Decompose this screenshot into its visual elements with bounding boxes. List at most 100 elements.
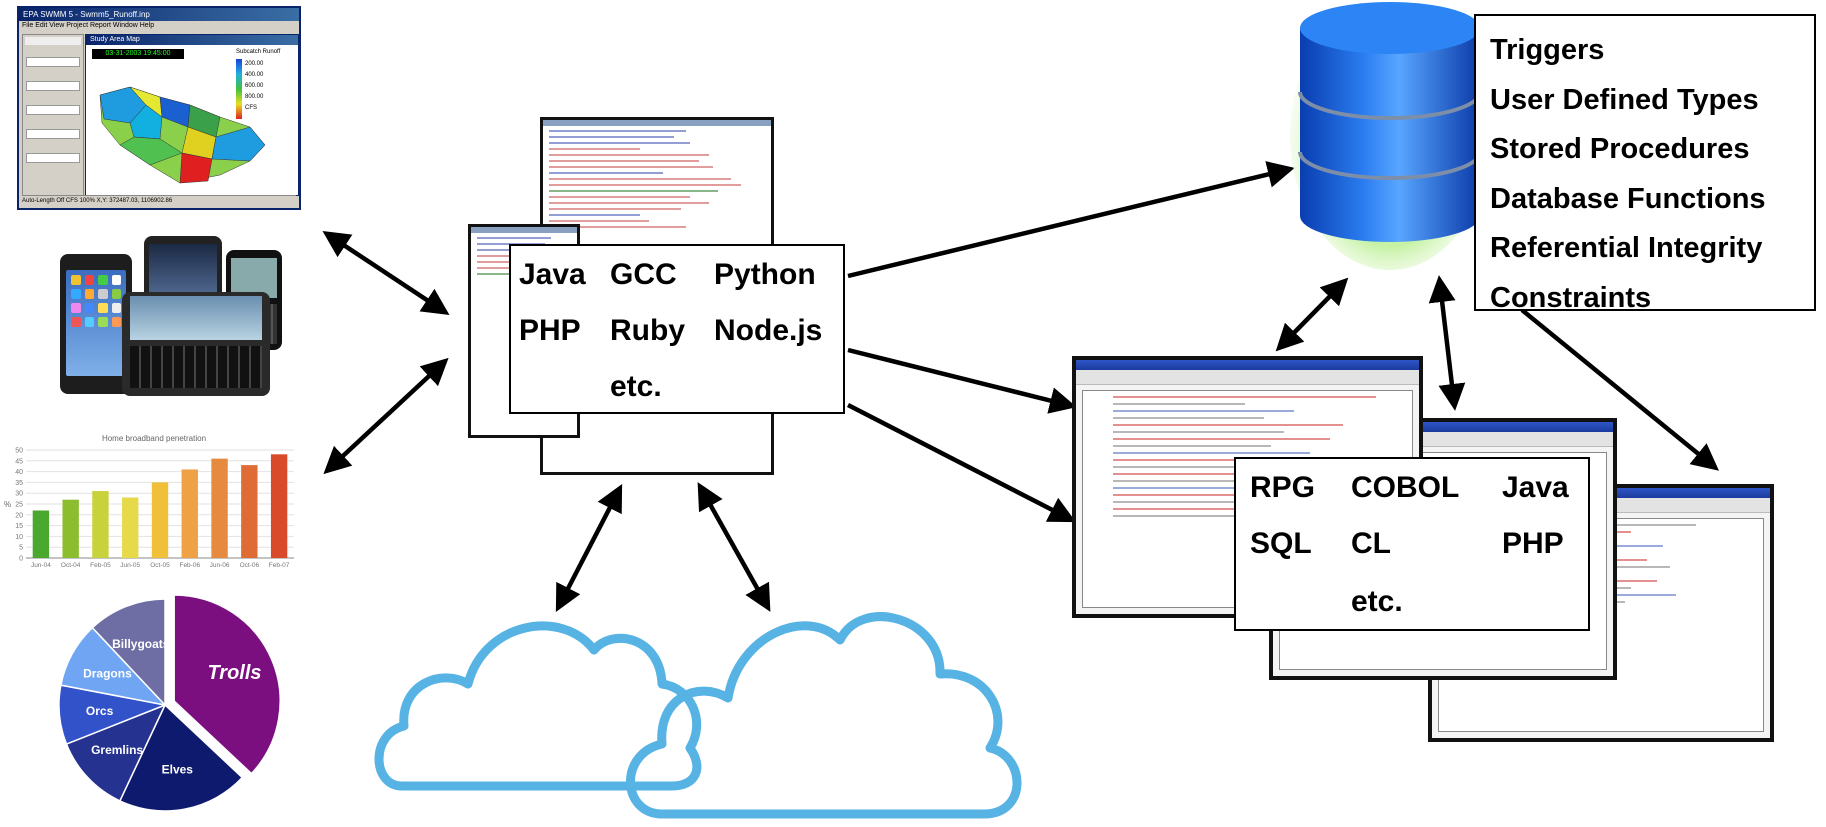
arrow-database-to-ibm-right [1520, 308, 1719, 471]
swmm-map-pane: Study Area Map 03-31-2003 19:45:00 Subca… [85, 34, 299, 196]
bar-chart-xtick: Oct-05 [150, 562, 170, 569]
arrow-database-to-ibm-left [1275, 277, 1349, 352]
bar-chart-ytick: 25 [15, 502, 23, 509]
db-feature-user-defined-types: User Defined Types [1490, 83, 1759, 116]
bar-chart-xtick: Oct-04 [61, 562, 81, 569]
bar-chart-ylabel: % [4, 500, 12, 509]
swmm-legend-value: 200.00 [245, 61, 264, 67]
bar-chart-ytick: 50 [15, 448, 23, 455]
swmm-status-bar: Auto-Length Off CFS 100% X,Y: 372487.03,… [22, 195, 296, 206]
arrow-languages-to-cloud-left [555, 484, 623, 612]
language-nodejs: Node.js [714, 314, 823, 347]
pie-slice [91, 598, 166, 707]
db-feature-database-functions: Database Functions [1490, 182, 1766, 215]
pie-slice [118, 703, 244, 812]
swmm-legend-value: 600.00 [245, 83, 264, 89]
arrow-languages-to-database [847, 161, 1295, 279]
swmm-legend-value: 800.00 [245, 94, 264, 100]
pie-slice [65, 703, 167, 802]
bar-chart-xtick: Feb-07 [269, 562, 290, 569]
pie-slice-label: Dragons [83, 666, 132, 680]
bar-chart-bar [241, 465, 258, 558]
swmm-browser-panel [22, 34, 84, 196]
bar-chart-bar [32, 510, 50, 558]
slider-phone-image [122, 292, 270, 396]
bar-chart-title: Home broadband penetration [101, 434, 207, 443]
bar-chart-xtick: Feb-05 [90, 562, 111, 569]
bar-chart-xtick: Jun-06 [210, 562, 230, 569]
ibm-language-sql: SQL [1250, 527, 1312, 560]
pie-slice-label: Billygoats [112, 637, 170, 651]
bar-chart-bar [151, 482, 169, 558]
swmm-legend-value: CFS [245, 105, 257, 111]
ibm-language-cobol: COBOL [1351, 471, 1460, 504]
bar-chart-bar [181, 469, 198, 558]
swmm-date: 03-31-2003 19:45:00 [92, 49, 184, 59]
bar-chart-ytick: 20 [15, 512, 23, 519]
swmm-legend-value: 400.00 [245, 72, 264, 78]
bar-chart-ytick: 10 [15, 534, 23, 541]
arrow-languages-to-ibm-bottom [846, 402, 1077, 523]
bar-chart-bar [122, 497, 139, 558]
language-php: PHP [519, 314, 581, 347]
language-gcc: GCC [610, 258, 677, 291]
bar-chart-ytick: 45 [15, 458, 23, 465]
bar-chart-bar [270, 454, 288, 558]
bar-chart-bar [92, 491, 109, 558]
swmm-map-title: Study Area Map [86, 35, 298, 45]
bar-chart-bar [211, 458, 228, 558]
bar-chart-ytick: 5 [19, 545, 23, 552]
bar-chart-ytick: 40 [15, 469, 23, 476]
swmm-legend: Subcatch Runoff 200.00 400.00 600.00 800… [236, 49, 296, 119]
language-ruby: Ruby [610, 314, 685, 347]
ibm-language-etc: etc. [1351, 585, 1403, 618]
db-feature-referential-integrity: Referential Integrity [1490, 232, 1763, 264]
bar-chart-xtick: Jun-05 [120, 562, 140, 569]
pie-slice-label: Elves [162, 763, 194, 777]
database-icon [1290, 0, 1490, 270]
db-feature-stored-procedures: Stored Procedures [1490, 133, 1750, 165]
ibm-language-java: Java [1502, 471, 1569, 504]
bar-chart-ytick: 35 [15, 480, 23, 487]
swmm-watershed-map [99, 86, 266, 184]
bar-chart-ytick: 15 [15, 523, 23, 530]
bar-chart-xtick: Feb-06 [179, 562, 200, 569]
iphone-image [60, 254, 132, 394]
cloud-left-icon [374, 621, 702, 791]
pie-slice [173, 594, 281, 775]
arrow-charts-to-languages [323, 357, 449, 475]
ibm-language-rpg: RPG [1250, 471, 1316, 504]
bar-chart-ytick: 0 [19, 556, 23, 563]
bar-chart-ytick: 30 [15, 491, 23, 498]
ibm-languages-box: RPG COBOL Java SQL CL PHP etc. [1234, 457, 1590, 631]
swmm-window: EPA SWMM 5 - Swmm5_Runoff.inp File Edit … [17, 6, 301, 210]
arrow-languages-to-ibm-top [847, 347, 1077, 414]
bar-chart: Home broadband penetration % 0 5 10 15 20 25 3… [4, 434, 304, 580]
mobile-devices-image [58, 236, 290, 398]
bar-chart-xtick: Jun-04 [31, 562, 51, 569]
language-etc: etc. [610, 370, 662, 403]
pie-slice-label: Orcs [86, 704, 114, 718]
bar-chart-xtick: Oct-06 [240, 562, 260, 569]
pie-slice-label: Trolls [207, 662, 261, 684]
swmm-legend-title: Subcatch Runoff [236, 49, 281, 55]
bar-chart-bar [62, 499, 79, 558]
db-feature-triggers: Triggers [1490, 34, 1605, 66]
ibm-language-php: PHP [1502, 527, 1564, 560]
cloud-icons [374, 612, 1022, 819]
languages-box: Java GCC Python PHP Ruby Node.js etc. [509, 244, 845, 414]
ibm-language-cl: CL [1351, 527, 1391, 560]
pie-slice-label: Gremlins [91, 743, 143, 757]
swmm-menu: File Edit View Project Report Window Hel… [22, 22, 155, 29]
cloud-right-icon [626, 612, 1022, 819]
swmm-title: EPA SWMM 5 - Swmm5_Runoff.inp [19, 8, 299, 21]
db-features-box: Triggers User Defined Types Stored Proce… [1474, 14, 1816, 314]
language-python: Python [714, 258, 816, 291]
arrow-devices-to-languages [322, 231, 450, 315]
arrow-languages-to-cloud-right [697, 482, 771, 612]
language-java: Java [519, 258, 586, 291]
arrow-database-to-ibm-middle [1428, 275, 1466, 411]
